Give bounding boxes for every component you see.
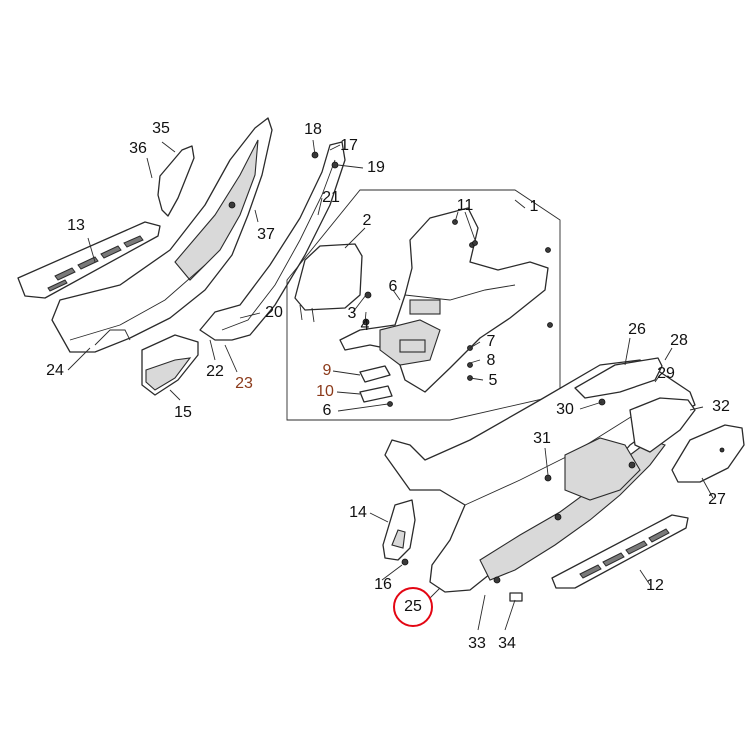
callout-18: 18 xyxy=(304,121,322,138)
callout-12: 12 xyxy=(646,577,664,594)
callout-10: 10 xyxy=(316,383,334,400)
callout-21: 21 xyxy=(322,189,340,206)
callout-19: 19 xyxy=(367,159,385,176)
side-trim-strip xyxy=(574,357,663,399)
callout-15: 15 xyxy=(174,404,192,421)
callout-9: 9 xyxy=(323,362,332,379)
callout-28: 28 xyxy=(670,332,688,349)
callout-31: 31 xyxy=(533,430,551,447)
left-side-panel xyxy=(51,117,273,353)
callout-2: 2 xyxy=(363,212,372,229)
right-bracket xyxy=(629,397,696,453)
callout-14: 14 xyxy=(349,504,367,521)
left-floor-mat xyxy=(17,221,161,299)
inner-pad xyxy=(294,243,363,323)
small-cover xyxy=(141,334,199,396)
callout-23: 23 xyxy=(235,375,253,392)
main-floor-panel xyxy=(384,359,696,593)
callout-22: 22 xyxy=(206,363,224,380)
callout-6-lower: 6 xyxy=(323,402,332,419)
callout-20: 20 xyxy=(265,304,283,321)
callout-labels: 1 2 3 4 5 6 6 7 8 9 10 11 12 13 14 15 16… xyxy=(46,120,730,652)
callout-26: 26 xyxy=(628,321,646,338)
callout-6-upper: 6 xyxy=(389,278,398,295)
callout-17: 17 xyxy=(340,137,358,154)
small-guard xyxy=(382,499,416,561)
callout-37: 37 xyxy=(257,226,275,243)
leader-lines xyxy=(67,139,714,631)
callout-34: 34 xyxy=(498,635,516,652)
callout-27: 27 xyxy=(708,491,726,508)
callout-1: 1 xyxy=(530,198,539,215)
callout-24: 24 xyxy=(46,362,64,379)
right-floor-mat xyxy=(551,514,689,589)
callout-8: 8 xyxy=(487,352,496,369)
callout-29: 29 xyxy=(657,365,675,382)
assembly-box xyxy=(286,189,561,421)
callout-33: 33 xyxy=(468,635,486,652)
callout-7: 7 xyxy=(487,333,496,350)
callout-32: 32 xyxy=(712,398,730,415)
callout-16: 16 xyxy=(374,576,392,593)
callout-5: 5 xyxy=(489,372,498,389)
highlight-circle xyxy=(393,587,433,627)
inner-leg-shield xyxy=(339,207,553,393)
callout-30: 30 xyxy=(556,401,574,418)
side-lens xyxy=(157,145,195,217)
callout-11: 11 xyxy=(457,197,474,214)
right-cover xyxy=(671,424,745,483)
callout-4: 4 xyxy=(361,317,370,334)
callout-3: 3 xyxy=(348,305,357,322)
callout-13: 13 xyxy=(67,217,85,234)
callout-35: 35 xyxy=(152,120,170,137)
callout-36: 36 xyxy=(129,140,147,157)
callout-25: 25 xyxy=(404,598,422,615)
